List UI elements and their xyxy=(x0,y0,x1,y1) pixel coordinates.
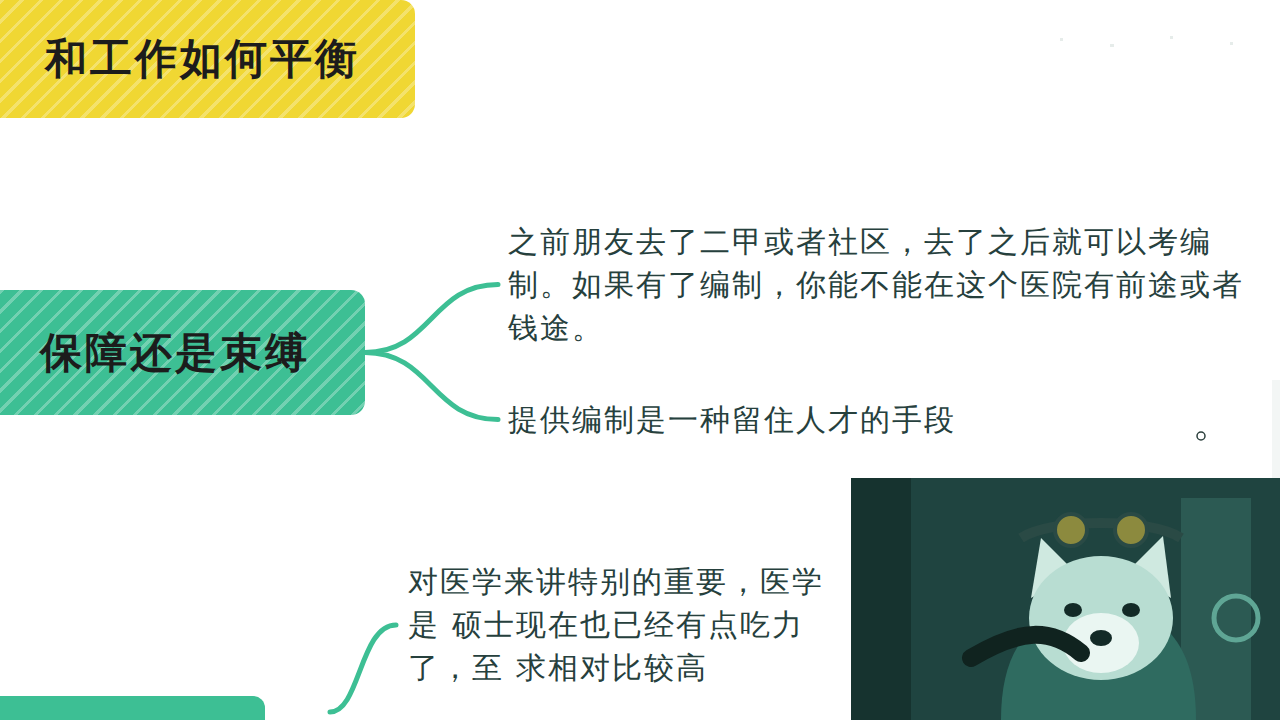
node-label: 之前朋友去了二甲或者社区，去了之后就可以考编制。如果有了编制，你能不能在这个医院… xyxy=(508,220,1258,349)
note-text: 对医学来讲特别的重要，医学是 硕士现在也已经有点吃力了，至 求相对比较高 xyxy=(408,560,848,689)
panel-ground xyxy=(851,478,1280,720)
note-text: 提供编制是一种留住人才的手段 xyxy=(508,398,988,441)
dot xyxy=(1110,44,1114,47)
note-text: 之前朋友去了二甲或者社区，去了之后就可以考编制。如果有了编制，你能不能在这个医院… xyxy=(508,220,1258,349)
panda-head xyxy=(1029,556,1173,680)
topic-box: 保障还是束缚 xyxy=(0,290,365,415)
panel-ring xyxy=(1214,596,1258,640)
panda-eye xyxy=(1064,603,1082,617)
panel-shadow xyxy=(851,478,911,720)
small-circle xyxy=(1197,432,1205,440)
panda-arm xyxy=(971,635,1081,658)
dot xyxy=(1230,42,1233,45)
dot xyxy=(1060,38,1063,41)
branch-connector xyxy=(365,285,498,353)
node-label: 保障还是束缚 xyxy=(40,325,310,381)
node-label: 对医学来讲特别的重要，医学是 硕士现在也已经有点吃力了，至 求相对比较高 xyxy=(408,560,848,689)
goggle-lens xyxy=(1115,514,1147,546)
edge-strip xyxy=(1272,380,1280,480)
branch-connector xyxy=(365,353,498,420)
title-box: 和工作如何平衡 xyxy=(0,0,415,118)
node-label: 和工作如何平衡 xyxy=(45,31,360,87)
partial-box xyxy=(0,696,265,720)
node-label: 提供编制是一种留住人才的手段 xyxy=(508,398,988,441)
faint-dots xyxy=(1060,36,1233,47)
video-illustration xyxy=(851,478,1280,720)
panda-eye xyxy=(1122,603,1140,617)
panda-nose xyxy=(1090,630,1112,646)
goggle-lens xyxy=(1055,514,1087,546)
dot xyxy=(1170,36,1173,39)
branch-line xyxy=(330,625,396,712)
goggle-strap xyxy=(1021,523,1181,538)
